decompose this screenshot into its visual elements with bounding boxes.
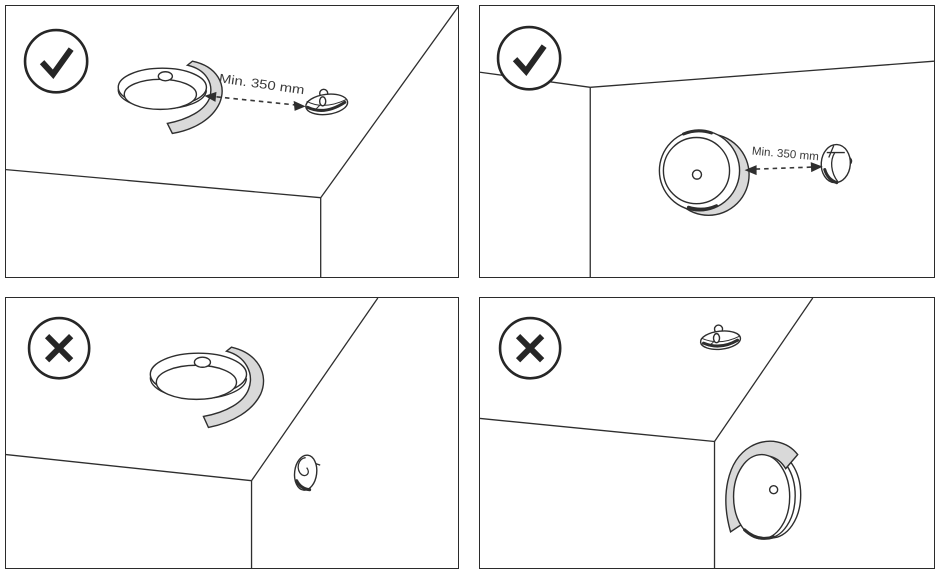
ceiling-lamp	[149, 346, 265, 429]
lamp-mount-band	[202, 346, 265, 429]
min-distance-label: Min. 350 mm	[218, 71, 305, 97]
sensor-nub	[849, 157, 853, 164]
panel-correct-wall-mount: Min. 350 mm	[479, 5, 935, 278]
panel-incorrect-lamp-ceiling-sensor-wall	[5, 297, 459, 569]
panel-incorrect-sensor-ceiling-lamp-wall	[479, 297, 935, 569]
wall-lamp	[725, 440, 802, 540]
sensor-base	[823, 168, 839, 185]
panel-2-drawing: Min. 350 mm	[480, 25, 934, 277]
min-distance-label: Min. 350 mm	[751, 146, 819, 164]
lamp-notch	[157, 71, 174, 82]
arrowhead-right	[293, 100, 306, 111]
sensor-clip	[712, 332, 721, 344]
check-icon	[23, 28, 89, 94]
cross-icon	[27, 316, 91, 380]
sensor-body	[293, 454, 318, 491]
lamp-band-edge-bottom	[686, 204, 719, 211]
cross-icon	[498, 316, 562, 380]
sensor-clip	[318, 96, 327, 107]
min-distance-arrow	[744, 162, 823, 176]
sensor-base	[295, 479, 312, 492]
sensor-seam	[306, 98, 347, 106]
wall-sensor	[820, 143, 853, 185]
lamp-center-hole	[768, 484, 779, 495]
sensor-base	[306, 100, 347, 112]
lamp-face	[732, 453, 791, 540]
lamp-opening	[123, 78, 198, 111]
lamp-mount-band	[166, 60, 223, 135]
lamp-notch	[193, 356, 212, 368]
wall-lamp	[658, 129, 750, 216]
panel-1-drawing: Min. 350 mm	[6, 6, 458, 277]
room-corner-lines	[6, 298, 379, 568]
sensor-base	[701, 338, 740, 348]
arrowhead-left	[204, 91, 217, 102]
panel-4-drawing	[480, 298, 814, 568]
wall-sensor	[293, 454, 321, 492]
panel-3-drawing	[6, 298, 379, 568]
ceiling-sensor	[699, 324, 742, 351]
arrowhead-left	[744, 165, 757, 176]
lamp-base-edge	[743, 528, 776, 540]
sensor-seam	[297, 456, 309, 477]
sensor-seam	[701, 335, 740, 343]
arrowhead-right	[810, 162, 823, 173]
lamp-center-hole	[691, 169, 703, 180]
lamp-band-edge-top	[681, 129, 714, 136]
check-icon	[496, 25, 562, 91]
room-corner-lines	[480, 298, 814, 568]
panel-correct-ceiling-mount: Min. 350 mm	[5, 5, 459, 278]
min-distance-arrow	[204, 91, 306, 111]
ceiling-lamp	[117, 60, 223, 135]
sensor-nub	[315, 462, 321, 466]
lamp-opening	[155, 364, 238, 401]
room-corner-lines	[6, 6, 458, 277]
sensor-seam	[831, 152, 839, 183]
ceiling-sensor	[305, 88, 349, 116]
